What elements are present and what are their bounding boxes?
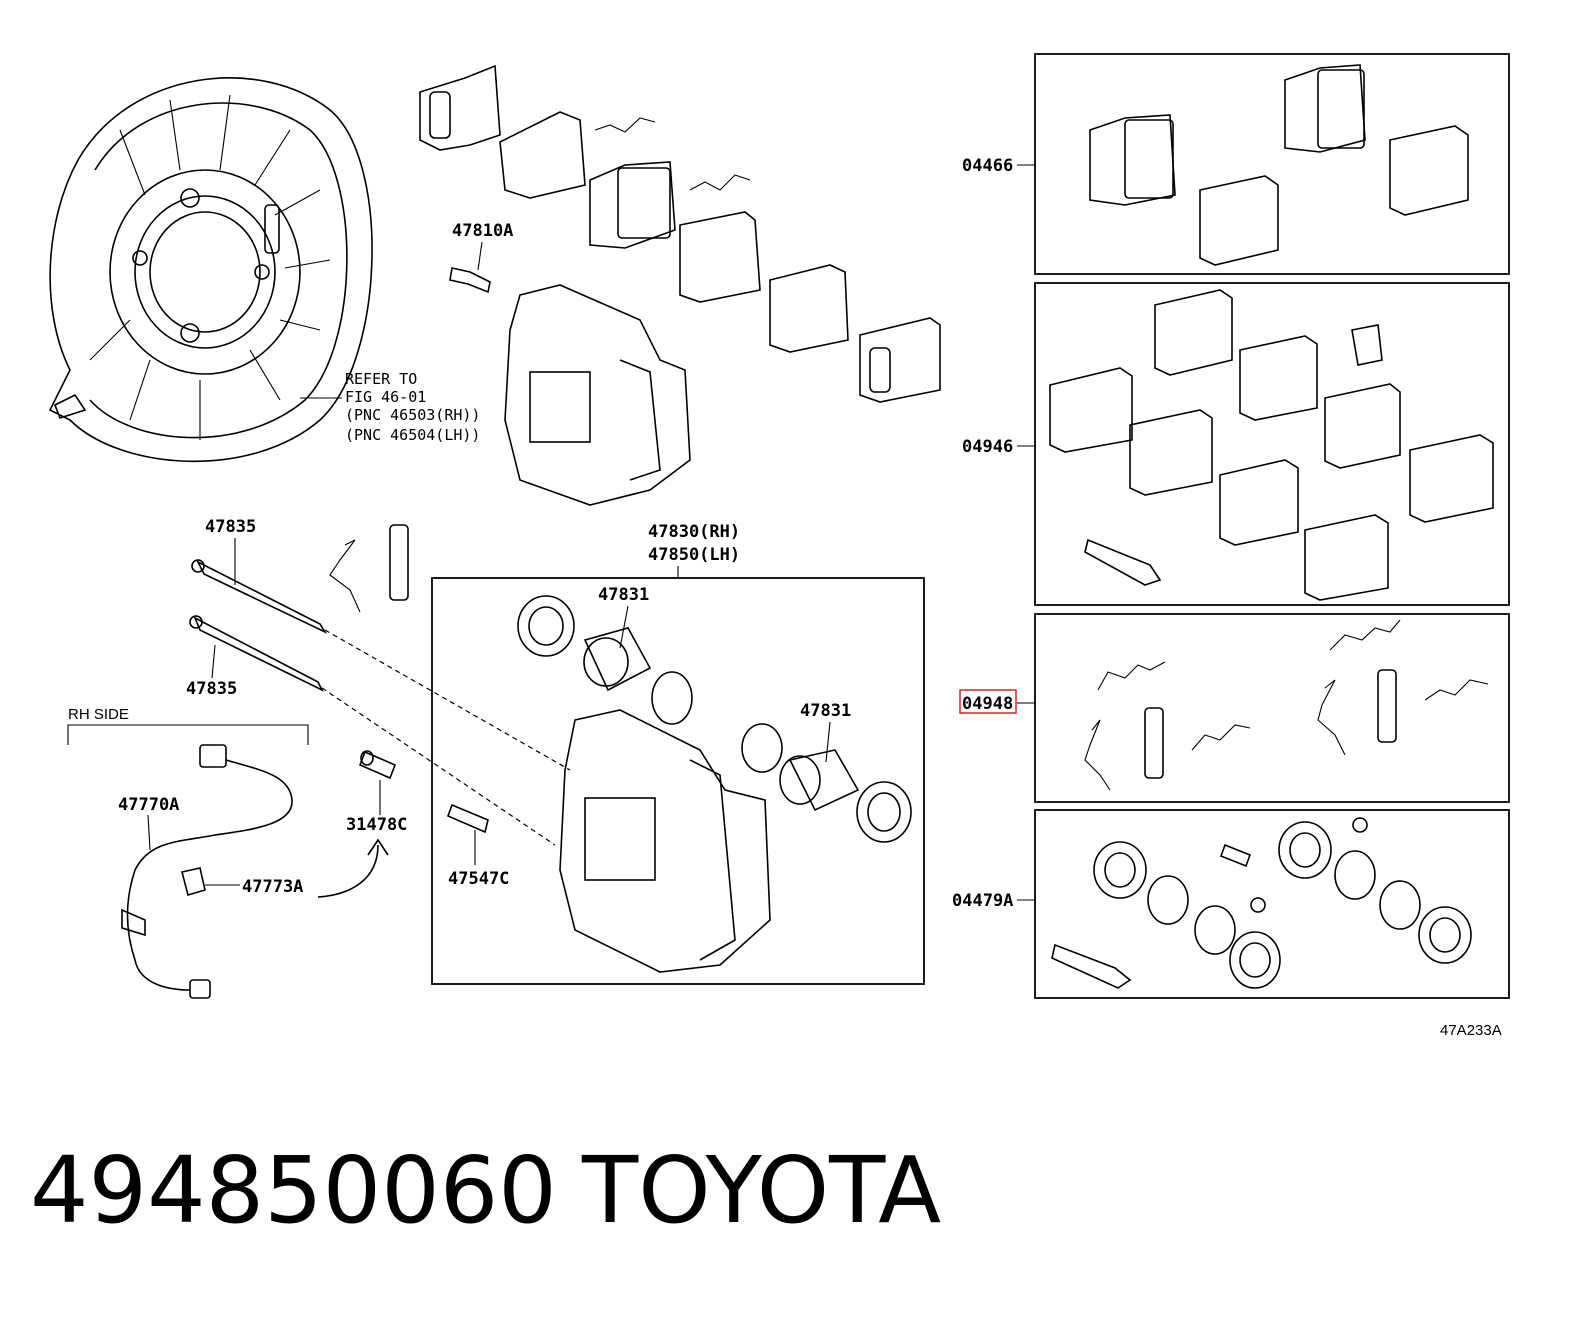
footer-brand: TOYOTA bbox=[581, 1137, 941, 1244]
label-47770a: 47770A bbox=[118, 795, 179, 815]
label-47831-top: 47831 bbox=[598, 585, 649, 605]
label-47810a: 47810A bbox=[452, 221, 513, 241]
retainer-clips bbox=[329, 524, 409, 613]
label-47831-right: 47831 bbox=[800, 701, 851, 721]
refer-line-1: REFER TO bbox=[345, 370, 417, 388]
label-04946: 04946 bbox=[962, 437, 1013, 457]
kit-04946: 04946 bbox=[962, 282, 1510, 606]
footer-part-number: 494850060 bbox=[30, 1137, 557, 1244]
diagram-id: 47A233A bbox=[1440, 1022, 1502, 1039]
label-47835-bottom: 47835 bbox=[186, 679, 237, 699]
bleeder-screw: 47547C bbox=[446, 803, 509, 889]
label-47547c: 47547C bbox=[448, 869, 509, 889]
label-47830-rh: 47830(RH) bbox=[648, 522, 740, 542]
upper-caliper-drawing bbox=[504, 284, 691, 506]
dust-shield-drawing bbox=[48, 77, 373, 463]
label-47773a: 47773A bbox=[242, 877, 303, 897]
refer-line-2: FIG 46-01 bbox=[345, 388, 426, 406]
rh-side-sensor: RH SIDE 47770A 47773A bbox=[67, 706, 309, 999]
caliper-assembly-box: 47830(RH) 47850(LH) 47831 47831 bbox=[431, 522, 925, 985]
label-31478c: 31478C bbox=[346, 815, 407, 835]
label-04466: 04466 bbox=[962, 156, 1013, 176]
selected-callout-highlight bbox=[959, 689, 1017, 714]
kit-04948: 04948 bbox=[959, 613, 1510, 803]
label-47850-lh: 47850(LH) bbox=[648, 545, 740, 565]
bolt-47810a: 47810A bbox=[449, 221, 513, 294]
top-pads-drawing bbox=[419, 64, 941, 403]
label-04948: 04948 bbox=[962, 694, 1013, 714]
refer-note: REFER TO FIG 46-01 (PNC 46503(RH)) (PNC … bbox=[300, 370, 480, 444]
label-47835-top: 47835 bbox=[205, 517, 256, 537]
label-04479a: 04479A bbox=[952, 891, 1013, 911]
bleeder-cap: 31478C bbox=[317, 750, 407, 898]
rh-side-label: RH SIDE bbox=[68, 706, 129, 723]
kit-04466: 04466 bbox=[962, 53, 1510, 275]
refer-line-3: (PNC 46503(RH)) bbox=[345, 406, 480, 424]
refer-line-4: (PNC 46504(LH)) bbox=[345, 426, 480, 444]
guide-pins: 47835 47835 bbox=[186, 517, 571, 846]
kit-04479a: 04479A bbox=[952, 809, 1510, 999]
